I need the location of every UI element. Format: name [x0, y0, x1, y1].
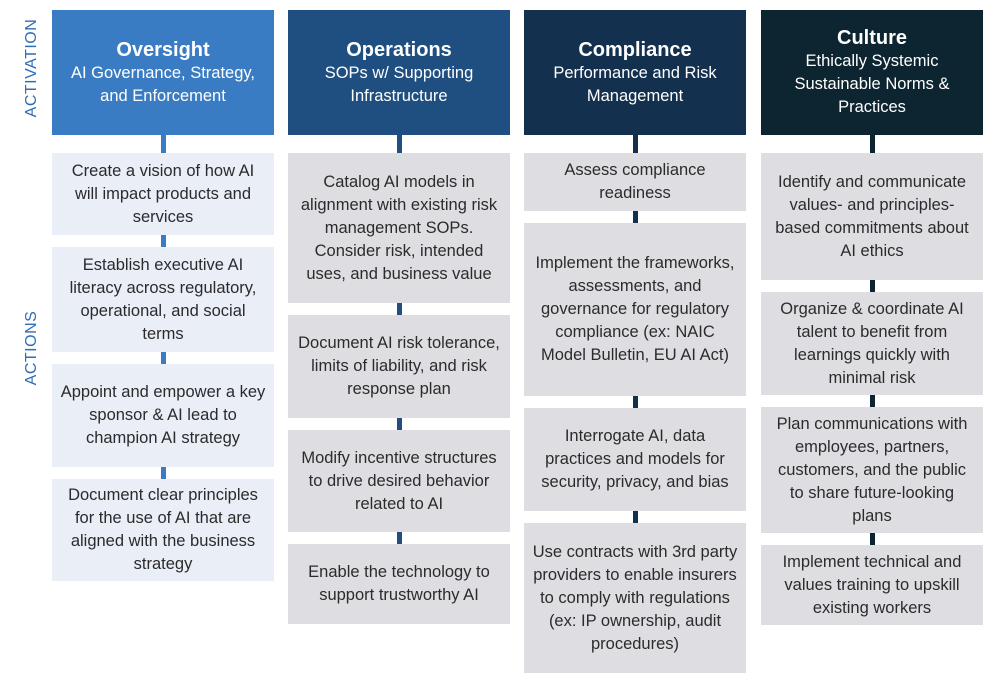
header-subtitle: Ethically Systemic Sustainable Norms & P… [794, 52, 950, 116]
column-oversight: Oversight AI Governance, Strategy, and E… [52, 10, 274, 581]
action-text: Plan communications with employees, part… [776, 414, 968, 525]
column-culture: Culture Ethically Systemic Sustainable N… [761, 10, 983, 625]
connector-line [160, 135, 166, 153]
header-operations: Operations SOPs w/ Supporting Infrastruc… [288, 10, 510, 135]
connector-line [160, 467, 166, 479]
action-text: Catalog AI models in alignment with exis… [300, 172, 498, 283]
action-card: Organize & coordinate AI talent to benef… [761, 292, 983, 395]
connector-line [869, 135, 875, 153]
header-title: Operations [346, 38, 452, 61]
connector-line [396, 135, 402, 153]
action-text: Document AI risk tolerance, limits of li… [298, 334, 500, 398]
connector-line [869, 280, 875, 292]
action-card: Document clear principles for the use of… [52, 479, 274, 581]
action-card: Use contracts with 3rd party providers t… [524, 523, 746, 673]
action-text: Modify incentive structures to drive des… [301, 448, 497, 513]
action-card: Plan communications with employees, part… [761, 407, 983, 533]
header-subtitle: AI Governance, Strategy, and Enforcement [70, 63, 256, 105]
action-card: Identify and communicate values- and pri… [761, 153, 983, 280]
action-text: Establish executive AI literacy across r… [69, 255, 257, 343]
action-card: Enable the technology to support trustwo… [288, 544, 510, 624]
action-text: Organize & coordinate AI talent to benef… [780, 299, 964, 387]
action-text: Interrogate AI, data practices and model… [541, 427, 729, 491]
activation-row-label: ACTIVATION [23, 18, 40, 118]
connector-line [396, 532, 402, 544]
action-card: Modify incentive structures to drive des… [288, 430, 510, 532]
connector-line [632, 135, 638, 153]
header-title: Compliance [578, 38, 692, 61]
action-text: Implement the frameworks, assessments, a… [535, 254, 735, 364]
action-text: Identify and communicate values- and pri… [775, 172, 969, 260]
header-title: Culture [837, 27, 907, 49]
action-card: Create a vision of how AI will impact pr… [52, 153, 274, 235]
connector-line [396, 418, 402, 430]
header-culture: Culture Ethically Systemic Sustainable N… [761, 10, 983, 135]
connector-line [632, 396, 638, 408]
action-card: Catalog AI models in alignment with exis… [288, 153, 510, 303]
action-text: Implement technical and values training … [782, 552, 962, 617]
action-card: Document AI risk tolerance, limits of li… [288, 315, 510, 418]
actions-row-label: ACTIONS [23, 310, 40, 386]
action-text: Use contracts with 3rd party providers t… [532, 542, 738, 653]
connector-line [869, 533, 875, 545]
header-subtitle: Performance and Risk Management [553, 63, 717, 105]
action-text: Appoint and empower a key sponsor & AI l… [60, 383, 266, 447]
connector-line [632, 211, 638, 223]
action-card: Implement the frameworks, assessments, a… [524, 223, 746, 396]
header-subtitle: SOPs w/ Supporting Infrastructure [324, 63, 474, 105]
column-compliance: Compliance Performance and Risk Manageme… [524, 10, 746, 673]
connector-line [632, 511, 638, 523]
action-card: Implement technical and values training … [761, 545, 983, 625]
column-operations: Operations SOPs w/ Supporting Infrastruc… [288, 10, 510, 624]
action-card: Assess compliance readiness [524, 153, 746, 211]
connector-line [396, 303, 402, 315]
action-text: Document clear principles for the use of… [68, 486, 258, 573]
action-text: Assess compliance readiness [564, 161, 706, 202]
header-compliance: Compliance Performance and Risk Manageme… [524, 10, 746, 135]
action-card: Establish executive AI literacy across r… [52, 247, 274, 352]
action-card: Appoint and empower a key sponsor & AI l… [52, 364, 274, 467]
connector-line [160, 235, 166, 247]
action-text: Enable the technology to support trustwo… [308, 563, 490, 604]
action-card: Interrogate AI, data practices and model… [524, 408, 746, 511]
header-title: Oversight [116, 38, 210, 61]
connector-line [160, 352, 166, 364]
connector-line [869, 395, 875, 407]
action-text: Create a vision of how AI will impact pr… [71, 161, 255, 226]
header-oversight: Oversight AI Governance, Strategy, and E… [52, 10, 274, 135]
